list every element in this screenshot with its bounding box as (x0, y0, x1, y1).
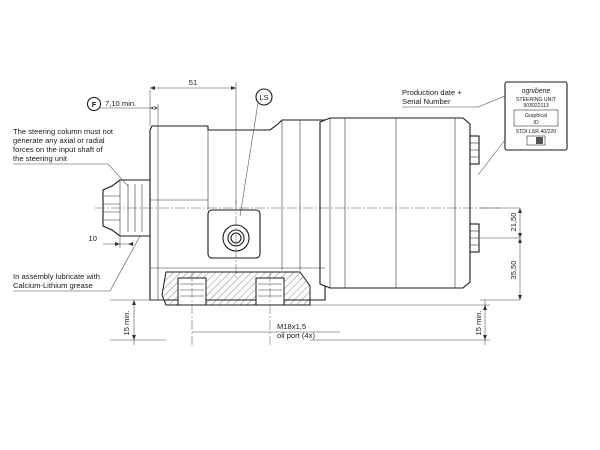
dimension-lines (100, 82, 522, 345)
dim-21-50: 21,50 (509, 212, 518, 231)
note-production-line-1: Production date + (402, 88, 462, 97)
callout-ls: LS (239, 88, 273, 217)
f-symbol: F (92, 100, 97, 109)
note-steering-column-line-4: the steering unit (13, 154, 68, 163)
dim-7-10-min: 7,10 min. (105, 99, 136, 108)
label-line-2: 903022113 (523, 103, 549, 109)
dim-51: 51 (189, 78, 197, 87)
callout-f: F (86, 96, 102, 112)
label-code: STDI LSR 40/220 (516, 129, 557, 135)
product-label: ognibene STEERING UNIT 903022113 Graphic… (477, 81, 568, 176)
dim-15-min-right: 15 min. (474, 311, 483, 336)
label-box-2: ID (533, 120, 538, 126)
note-lubricate-line-1: In assembly lubricate with (13, 272, 100, 281)
note-lubricate: In assembly lubricate with Calcium-Lithi… (13, 235, 141, 292)
note-steering-column-line-2: generate any axial or radial (13, 136, 105, 145)
ls-symbol: LS (259, 93, 268, 102)
qr-code-icon (536, 137, 543, 144)
note-production-line-2: Serial Number (402, 97, 451, 106)
input-shaft (102, 179, 151, 237)
label-box-1: Graphical (525, 113, 547, 119)
label-line-1: STEERING UNIT (516, 97, 557, 103)
dim-35-50: 35,50 (509, 260, 518, 279)
note-production: Production date + Serial Number (402, 88, 506, 108)
steering-unit-housing (149, 117, 480, 301)
note-port-line-2: oil port (4x) (277, 331, 315, 340)
note-steering-column-line-1: The steering column must not (13, 127, 114, 136)
note-steering-column-line-3: forces on the input shaft of (13, 145, 103, 154)
label-brand: ognibene (522, 88, 551, 95)
centerlines (95, 200, 500, 345)
note-steering-column: The steering column must not generate an… (13, 127, 129, 187)
note-port-line-1: M18x1,5 (277, 322, 306, 331)
note-port: M18x1,5 oil port (4x) (270, 322, 340, 340)
dim-15-min-left: 15 min. (122, 311, 131, 336)
note-lubricate-line-2: Calcium-Lithium grease (13, 281, 93, 290)
dim-10: 10 (89, 234, 97, 243)
